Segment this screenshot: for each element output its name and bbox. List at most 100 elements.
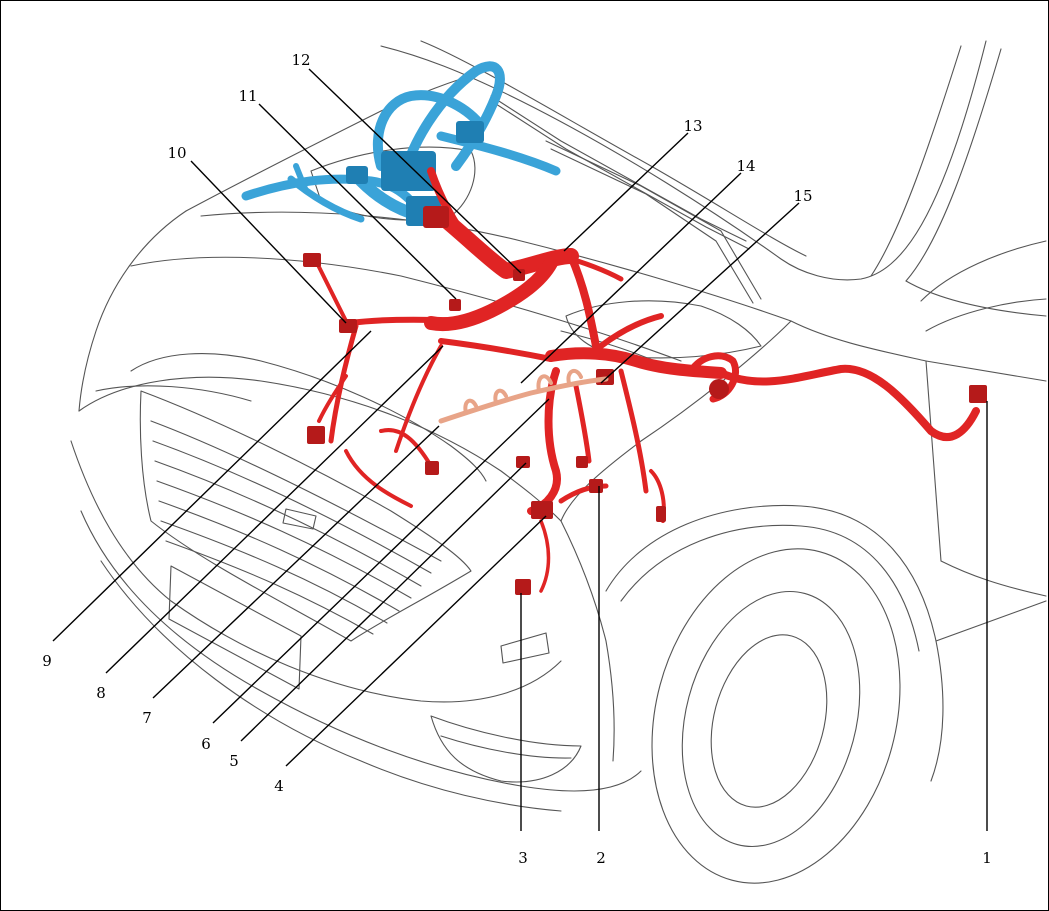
leader-line-9 — [52, 330, 372, 642]
grille-outline — [139, 390, 472, 642]
callout-9: 9 — [42, 652, 52, 670]
ip-connector-block-1 — [381, 151, 436, 191]
leader-line-10 — [190, 160, 347, 324]
wiper-left — [490, 95, 747, 242]
top-right-run — [567, 252, 600, 350]
left-up — [314, 259, 348, 323]
windshield-frame — [380, 40, 987, 281]
grille-bar-7 — [165, 540, 374, 635]
connector-b — [303, 253, 321, 267]
front-lamp — [500, 632, 550, 664]
lower-left-branch — [379, 428, 433, 468]
headlamp-outline — [130, 353, 487, 482]
callout-4: 4 — [274, 777, 284, 795]
left-drop — [328, 323, 359, 444]
fog-lamp-lead — [539, 519, 551, 593]
headlamp-lower — [95, 385, 252, 402]
connector-p — [576, 456, 588, 468]
ip-connector-block-4 — [346, 166, 368, 184]
cowl-line — [200, 211, 792, 322]
grille-bar-2 — [152, 440, 432, 574]
leader-line-5 — [240, 462, 527, 742]
wiper-left-b — [495, 103, 750, 250]
license-plate — [168, 565, 302, 690]
hood-left-edge — [78, 210, 187, 412]
wheel-arch-inner — [620, 524, 920, 652]
connector-j — [589, 479, 603, 493]
callout-14: 14 — [736, 157, 755, 175]
connector-f — [449, 299, 461, 311]
callout-7: 7 — [142, 709, 152, 727]
ip-harness-left-branch-2 — [287, 175, 365, 223]
grille-bar-3 — [154, 460, 422, 587]
front-fascia-corner — [560, 520, 615, 762]
callout-11: 11 — [238, 87, 257, 105]
center-drop — [394, 344, 443, 453]
connector-k — [515, 579, 531, 595]
upper-riser — [427, 167, 475, 250]
connector-m — [709, 379, 729, 399]
connector-e — [425, 461, 439, 475]
top-branch — [558, 253, 624, 282]
rim-center — [710, 634, 828, 808]
lower-left-loop — [344, 449, 413, 508]
callout-12: 12 — [291, 51, 310, 69]
wiper-right-b — [550, 148, 754, 304]
callout-8: 8 — [96, 684, 106, 702]
callout-15: 15 — [793, 187, 812, 205]
front-drop-right — [618, 368, 649, 494]
a-pillar — [870, 45, 962, 277]
connector-n — [969, 385, 987, 403]
hood-front-edge — [78, 376, 562, 522]
fog-lamp-recess — [430, 715, 582, 783]
grille-bar-6 — [160, 520, 388, 624]
car-body-outline — [70, 40, 1047, 884]
a-pillar-inner — [905, 48, 1002, 282]
injector-lead-1 — [463, 398, 478, 415]
ip-connector-block-3 — [456, 121, 484, 143]
door-line — [905, 280, 1047, 317]
injector-lead-3 — [536, 374, 553, 393]
wiper-right — [545, 140, 762, 300]
grille-bar-5 — [158, 500, 400, 612]
bumper-top — [70, 440, 562, 703]
connector-o — [656, 506, 666, 522]
front-drop-mid — [573, 383, 592, 464]
grille-bar-1 — [150, 420, 442, 562]
connector-i — [531, 501, 553, 519]
fog-lamp-inner — [440, 735, 572, 759]
hood-right-edge — [560, 320, 792, 522]
bumper-lower — [80, 510, 642, 792]
connector-d — [307, 426, 325, 444]
main-trunk-down — [424, 256, 558, 332]
fender-top — [790, 320, 927, 362]
bumper-bottom — [100, 560, 562, 812]
connector-a — [423, 206, 449, 228]
grille-emblem — [282, 508, 317, 530]
connector-g — [513, 269, 525, 281]
injector-lead-4 — [566, 368, 583, 385]
door-front-edge — [925, 360, 942, 562]
grille-bar-4 — [156, 480, 412, 599]
instrument-panel-harness — [241, 61, 561, 226]
callout-1: 1 — [982, 849, 992, 867]
leader-line-13 — [563, 132, 689, 252]
side-lower — [935, 600, 1047, 642]
ip-harness-up-lead — [293, 163, 309, 194]
leader-line-15 — [600, 202, 800, 384]
callout-2: 2 — [596, 849, 606, 867]
callout-3: 3 — [518, 849, 528, 867]
side-panel — [925, 360, 1047, 382]
hood-crease — [130, 256, 682, 362]
hood-rear-edge — [185, 72, 482, 212]
injector-sub-harness — [438, 368, 609, 424]
leader-lines — [52, 68, 988, 831]
windshield-inner — [420, 40, 807, 257]
leader-line-4 — [285, 515, 547, 767]
leader-line-14 — [520, 172, 742, 384]
connector-c — [339, 319, 357, 333]
leader-line-12 — [308, 68, 522, 274]
side-mirror — [920, 240, 1047, 332]
